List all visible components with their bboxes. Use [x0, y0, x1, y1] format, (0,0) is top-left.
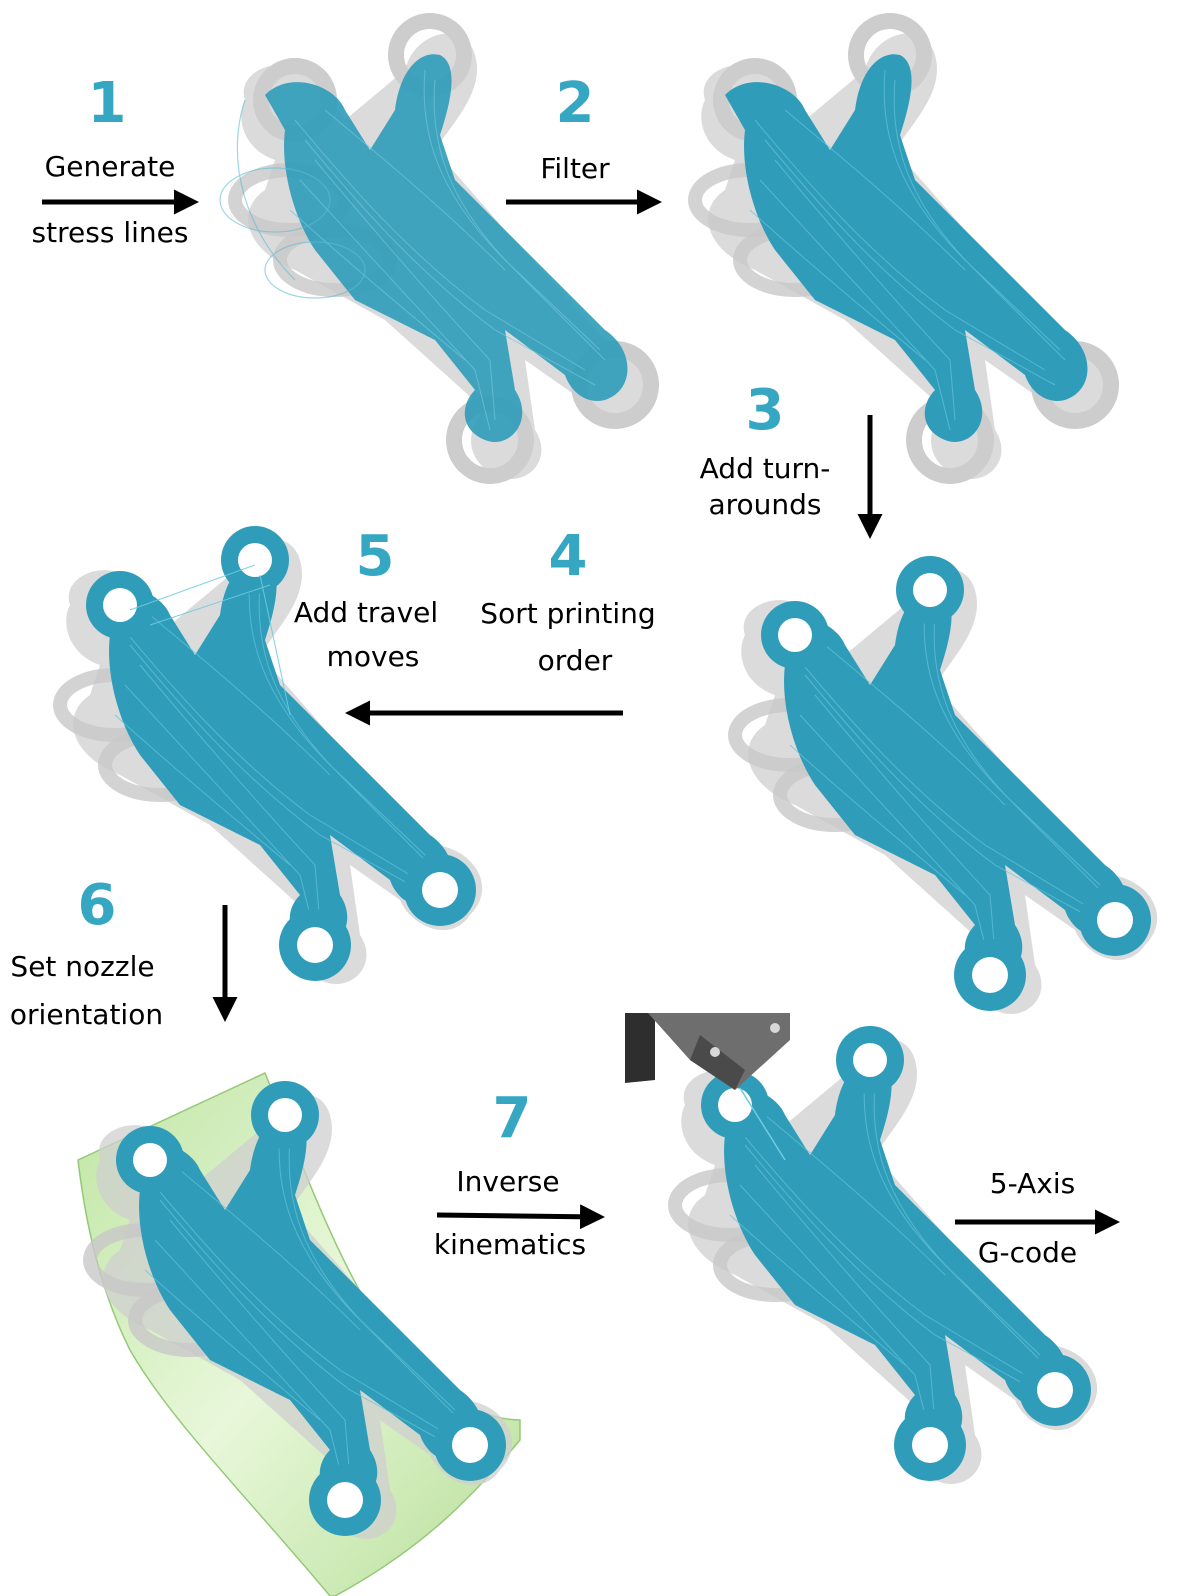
step-4-label-line1: Sort printing [470, 597, 666, 631]
step-6-label-line2: orientation [4, 998, 169, 1032]
step-4-label-line2: order [490, 644, 660, 678]
step-5-label-line2: moves [295, 640, 451, 674]
step-5-label-line1: Add travel [285, 596, 447, 630]
step-3-label-line1: Add turn- [685, 452, 845, 486]
step-7-label-line2: kinematics [430, 1228, 590, 1262]
step-3-number: 3 [725, 383, 805, 439]
step-7-label-line1: Inverse [430, 1165, 586, 1199]
step-2-label-line1: Filter [500, 152, 650, 186]
step-7-number: 7 [472, 1091, 552, 1147]
step-1-number: 1 [67, 76, 147, 132]
step-3-label-line2: arounds [685, 488, 845, 522]
stage-turnarounds [735, 556, 1157, 1014]
step-5-number: 5 [335, 529, 415, 585]
step-1-label-line2: stress lines [20, 216, 200, 250]
output-label-line2: G-code [955, 1236, 1100, 1270]
step-2-number: 2 [535, 76, 615, 132]
step-4-number: 4 [528, 529, 608, 585]
step-6-label-line1: Set nozzle [0, 950, 165, 984]
step-1-label-line1: Generate [20, 150, 200, 184]
arrow-step7 [437, 1215, 600, 1217]
stage-nozzle-orientation [78, 1073, 520, 1596]
step-6-number: 6 [57, 878, 137, 934]
output-label-line1: 5-Axis [960, 1167, 1105, 1201]
